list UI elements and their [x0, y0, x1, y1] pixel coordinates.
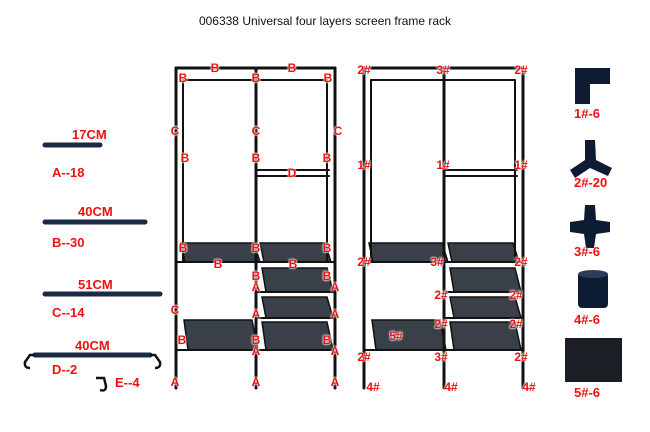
part-callout-label: A	[251, 375, 261, 389]
part-callout-label: 2#	[509, 317, 523, 331]
part-callout-label: 2#	[509, 288, 523, 302]
part-callout-label: B	[251, 333, 261, 347]
part-callout-label: A	[251, 307, 261, 321]
part-callout-label: C	[251, 124, 261, 138]
part-callout-label: 2#	[357, 350, 371, 364]
part-callout-label: C	[170, 124, 180, 138]
part-callout-label: A	[330, 280, 340, 294]
part-callout-label: 2#	[357, 255, 371, 269]
part-callout-label: B	[210, 61, 220, 75]
connector-code-label: 4#-6	[574, 312, 601, 327]
part-callout-label: B	[213, 257, 223, 271]
shelf-right-3	[261, 296, 334, 319]
part-callout-label: 1#	[514, 158, 528, 172]
part-size-label: 17CM	[72, 127, 107, 142]
part-callout-label: 2#	[434, 317, 448, 331]
part-callout-label: A	[330, 344, 340, 358]
part-callout-label: B	[251, 151, 261, 165]
part-callout-label: B	[178, 241, 188, 255]
elbow-connector-icon	[575, 68, 610, 104]
part-callout-label: B	[251, 269, 261, 283]
foot-cap-top	[578, 270, 608, 278]
hook-e-icon	[96, 376, 108, 392]
part-callout-label: B	[251, 241, 261, 255]
connector-code-label: 5#-6	[574, 385, 601, 400]
part-size-label: 40CM	[78, 204, 113, 219]
part-callout-label: A	[251, 344, 261, 358]
part-callout-label: B	[288, 257, 298, 271]
part-callout-label: C	[170, 303, 180, 317]
part-code-label: A--18	[52, 165, 85, 180]
part-callout-label: 4#	[522, 380, 536, 394]
part-callout-label: 4#	[444, 380, 458, 394]
part-size-label: 40CM	[75, 338, 110, 353]
hook-d-right-icon	[150, 353, 162, 370]
shelf-right-1	[447, 242, 521, 263]
three-way-connector-icon	[570, 140, 612, 178]
part-callout-label: 2#	[434, 288, 448, 302]
part-callout-label: A	[170, 375, 180, 389]
part-callout-label: 2#	[514, 63, 528, 77]
part-callout-label: B	[322, 241, 332, 255]
hook-d-left-icon	[23, 353, 35, 370]
part-callout-label: 2#	[357, 63, 371, 77]
part-callout-label: 2#	[514, 255, 528, 269]
part-callout-label: B	[287, 61, 297, 75]
diagram-title: 006338 Universal four layers screen fram…	[198, 14, 452, 28]
part-callout-label: B	[251, 71, 261, 85]
part-callout-label: B	[322, 269, 332, 283]
part-callout-label: D	[287, 166, 297, 180]
part-callout-label: B	[180, 151, 190, 165]
part-code-label: E--4	[115, 375, 140, 390]
part-callout-label: A	[251, 280, 261, 294]
part-callout-label: 3#	[430, 255, 444, 269]
part-callout-label: 4#	[366, 380, 380, 394]
part-callout-label: B	[323, 71, 333, 85]
connector-code-label: 2#-20	[574, 175, 608, 190]
foot-cap-icon	[578, 272, 608, 308]
part-callout-label: 1#	[357, 158, 371, 172]
part-code-label: D--2	[52, 362, 78, 377]
part-callout-label: A	[330, 307, 340, 321]
fabric-shelf-icon	[565, 338, 622, 382]
part-callout-label: 2#	[514, 350, 528, 364]
part-size-label: 51CM	[78, 277, 113, 292]
part-callout-label: 3#	[434, 350, 448, 364]
part-callout-label: B	[177, 333, 187, 347]
part-code-label: C--14	[52, 305, 85, 320]
part-callout-label: A	[330, 375, 340, 389]
four-way-connector-icon	[570, 205, 610, 248]
part-callout-label: 5#	[389, 329, 403, 343]
shelf-left-bottom	[183, 319, 259, 351]
part-callout-label: C	[333, 124, 343, 138]
part-code-label: B--30	[52, 235, 85, 250]
part-callout-label: 3#	[436, 63, 450, 77]
connector-code-label: 1#-6	[574, 106, 601, 121]
part-callout-label: B	[178, 71, 188, 85]
part-callout-label: B	[322, 151, 332, 165]
part-callout-label: 1#	[436, 158, 450, 172]
connector-code-label: 3#-6	[574, 244, 601, 259]
part-callout-label: B	[322, 333, 332, 347]
